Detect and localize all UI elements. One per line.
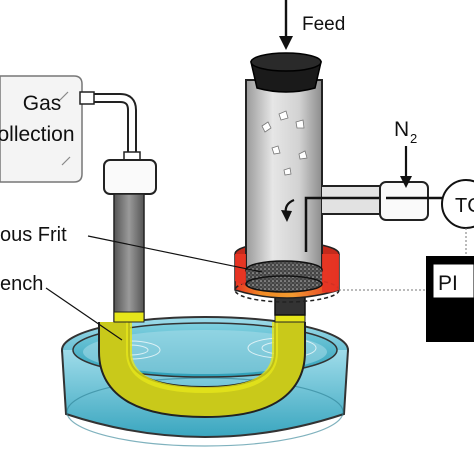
nitrogen-feed: N 2 (394, 118, 417, 188)
quench-callout: ench (0, 273, 123, 341)
gas-collection-label-line1: Gas (23, 92, 62, 115)
u-tube (98, 311, 306, 419)
pid-label: PI (438, 272, 458, 295)
tc-label: TC (455, 195, 474, 217)
down-arrow-icon (279, 36, 293, 50)
curved-arrow-icon (281, 210, 292, 222)
porous-frit-label: ous Frit (0, 224, 67, 246)
nitrogen-inlet-arm (304, 181, 442, 252)
down-arrow-icon (400, 176, 412, 188)
quench-label: ench (0, 273, 43, 295)
feed-arrow: Feed (279, 0, 345, 50)
feed-label: Feed (302, 14, 345, 35)
left-transfer-tube (113, 193, 145, 323)
reactor-tube (245, 79, 323, 281)
porous-frit (245, 260, 323, 293)
porous-frit-callout: ous Frit (0, 224, 263, 273)
heater-front (235, 254, 339, 293)
gas-connector (103, 159, 157, 195)
gas-collection-box: Gas ollection (0, 75, 83, 183)
gas-collection-label-line2: ollection (0, 123, 75, 146)
nitrogen-subscript: 2 (410, 131, 417, 146)
reactor-stopper (250, 52, 322, 93)
pid-controller: PI (426, 256, 474, 342)
control-lines (339, 228, 467, 291)
thermocouple: TC (441, 179, 474, 229)
nitrogen-label: N (394, 118, 409, 141)
gas-outlet-tube (79, 91, 141, 165)
